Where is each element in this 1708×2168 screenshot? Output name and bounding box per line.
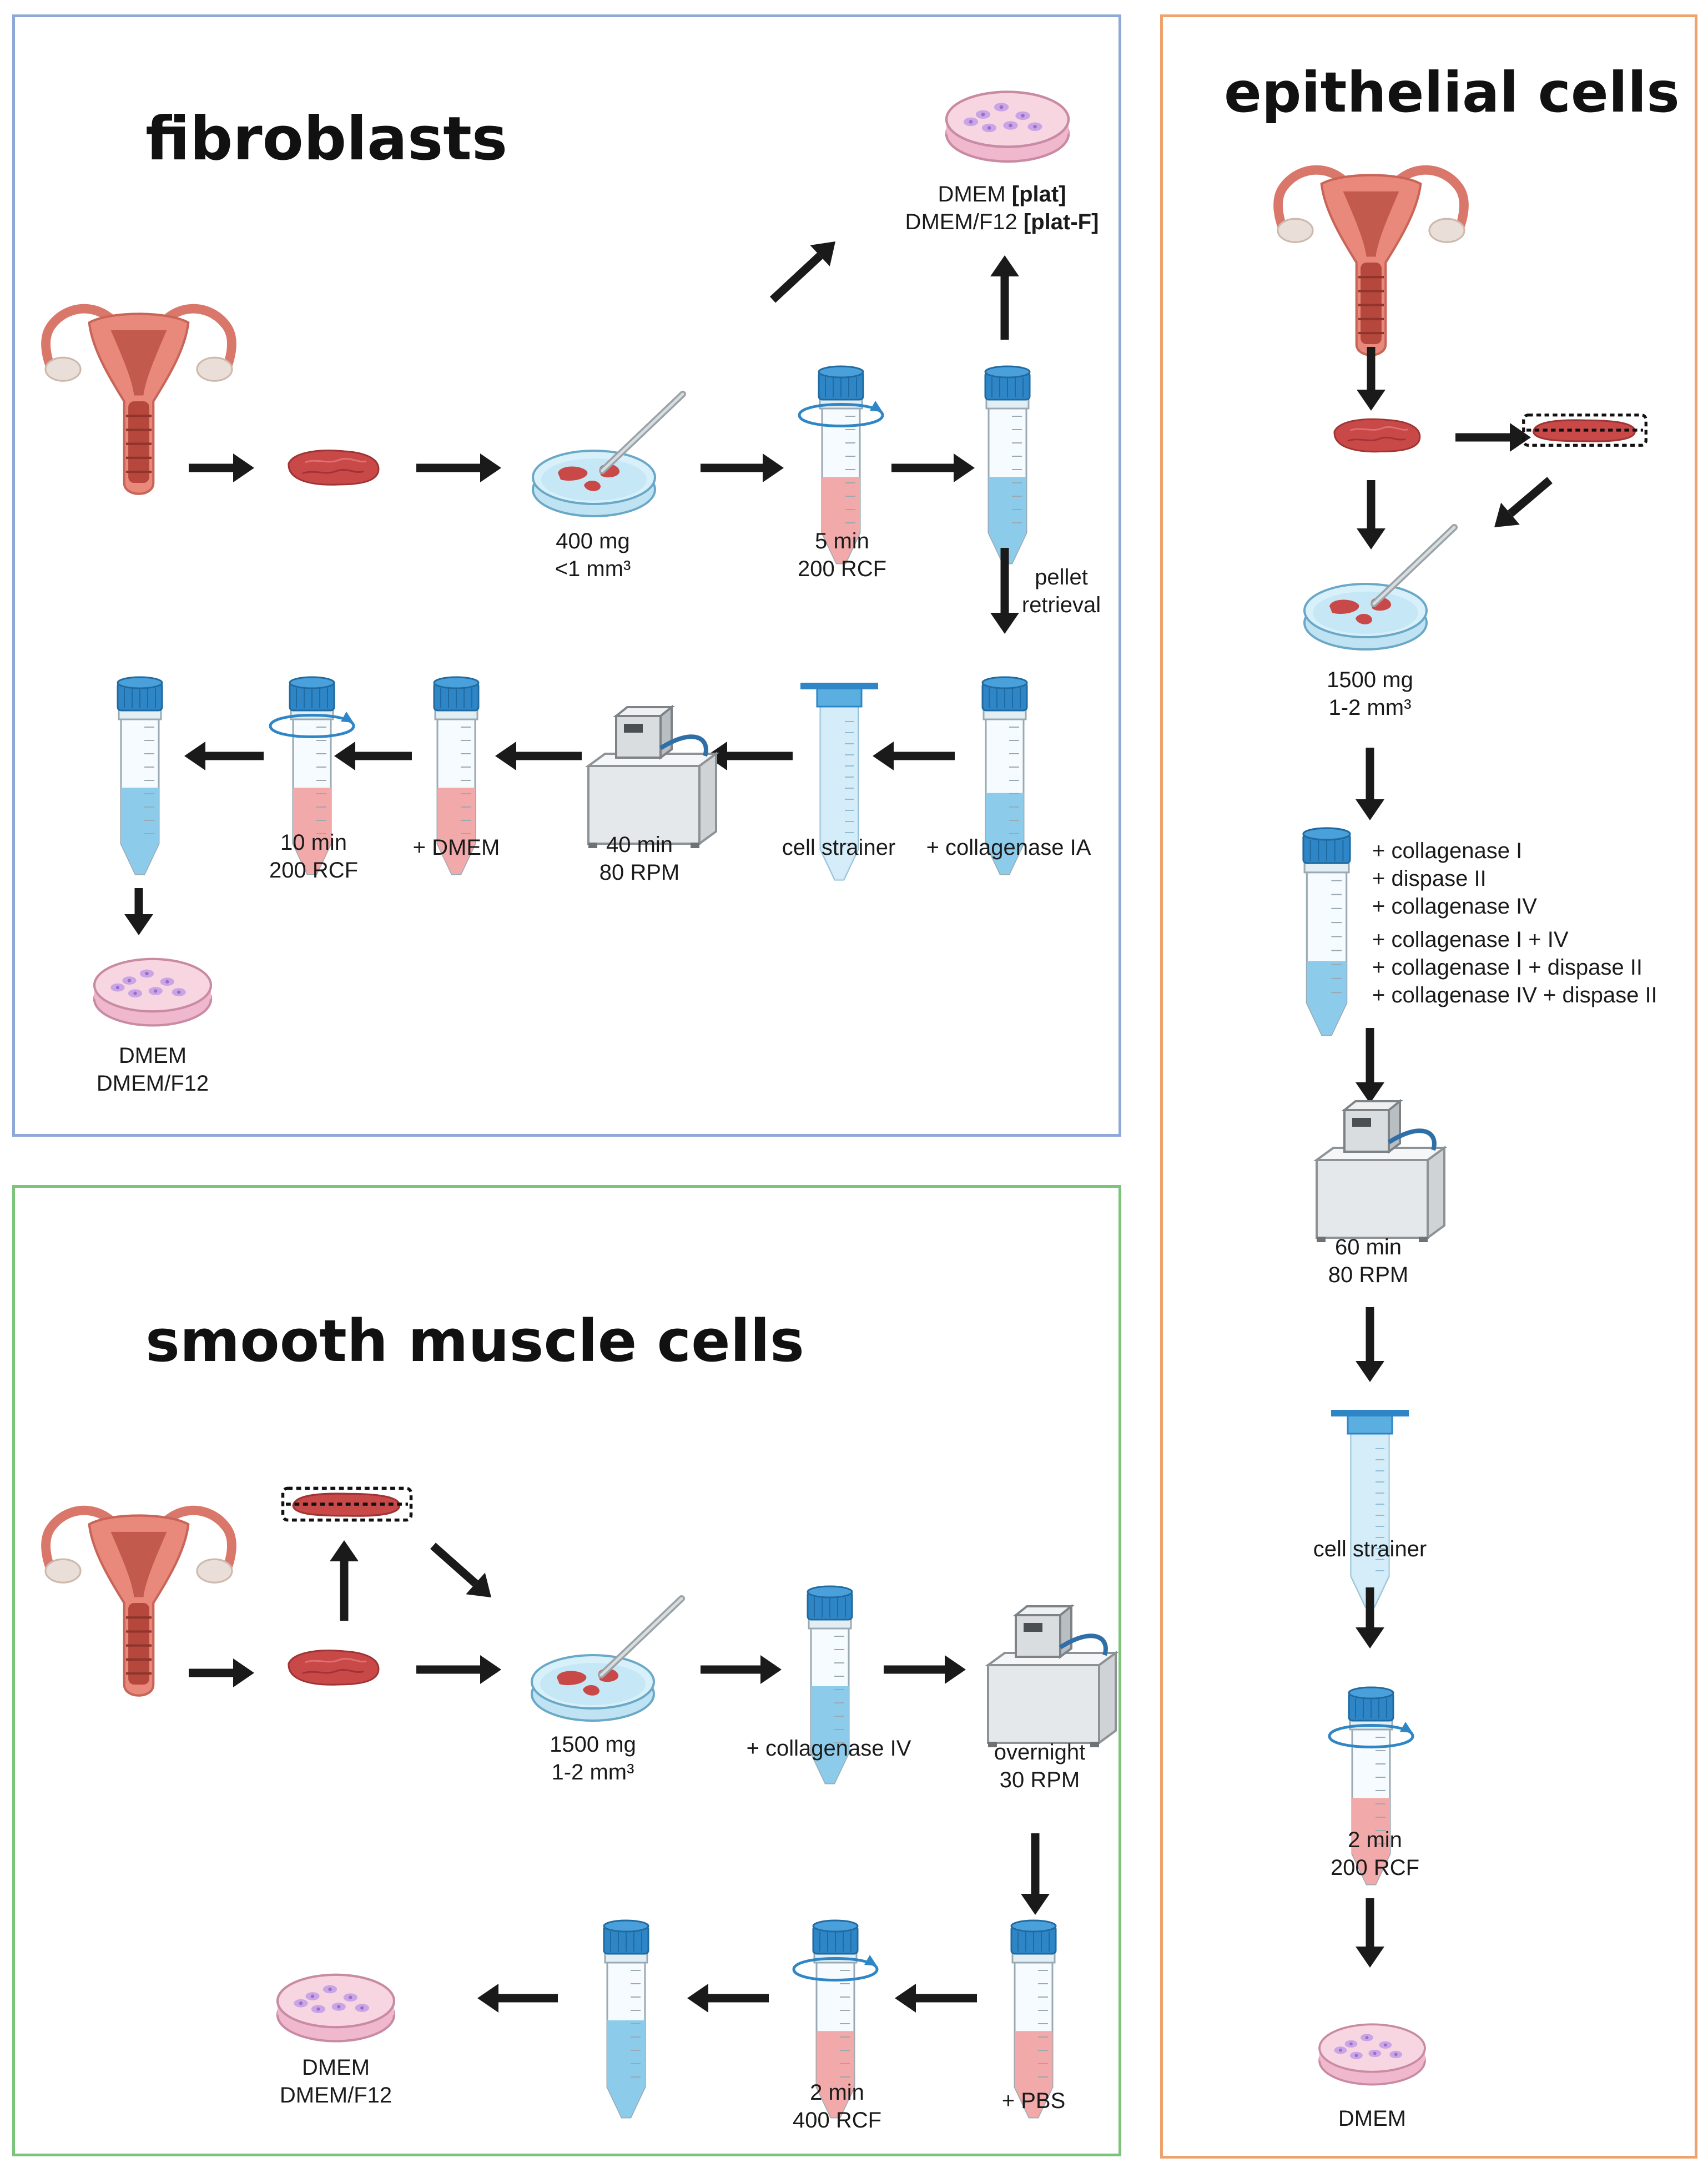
fibro-plating-top-label: DMEM [plat] DMEM/F12 [plat-F] [905, 182, 1099, 234]
fibro-collagenase-tube [981, 676, 1028, 875]
epi-arrow-diag [1494, 477, 1553, 527]
fibro-arrow-1 [189, 453, 254, 482]
fibro-arrow-up [990, 255, 1019, 340]
epi-arrow-3 [1356, 748, 1384, 820]
fibro-supernatant-tube [984, 365, 1031, 564]
epi-arrow-6 [1356, 1587, 1384, 1648]
fibro-spin1-tube [798, 365, 884, 564]
fibro-arrow-10 [124, 888, 153, 935]
epithelial-title: epithelial cells [1224, 60, 1680, 125]
epi-enzyme-5: + collagenase I + dispase II [1372, 955, 1642, 980]
epi-enzyme-list: + collagenase I + dispase II + collagena… [1372, 837, 1657, 1009]
epi-strainer-label: cell strainer [1313, 1537, 1427, 1561]
smooth-arrow-4 [884, 1655, 966, 1684]
fibro-incubator [585, 704, 720, 848]
epi-tissue [1333, 418, 1421, 453]
smooth-arrow-up [330, 1540, 359, 1621]
epi-enzyme-4: + collagenase I + IV [1372, 927, 1569, 952]
smooth-final-tube [603, 1919, 649, 2119]
fibro-arrow-2 [416, 453, 501, 482]
epithelial-panel [1160, 14, 1697, 2159]
epi-arrow-right [1455, 423, 1531, 452]
fibro-strainer-label: cell strainer [782, 835, 896, 860]
epi-arrow-7 [1356, 1898, 1384, 1968]
smooth-arrow-2 [416, 1655, 501, 1684]
fibro-plating-top [945, 90, 1070, 163]
epi-enzyme-1: + collagenase I [1372, 839, 1523, 863]
smooth-spin-tube [792, 1919, 879, 2119]
smooth-collagenase-tube [807, 1585, 853, 1784]
fibro-uterus [41, 304, 236, 495]
fibro-arrow-3 [701, 453, 784, 482]
smooth-arrow-down [1021, 1833, 1050, 1915]
epi-incubator [1313, 1098, 1448, 1242]
fibro-arrow-diag [769, 241, 835, 303]
epi-plating-label: DMEM [1338, 2106, 1407, 2131]
fibro-arrow-4 [891, 453, 975, 482]
fibro-arrow-down [990, 548, 1019, 634]
fibroblasts-panel [12, 14, 1121, 1137]
smooth-muscle-title: smooth muscle cells [145, 1307, 804, 1375]
fibro-mince-label: 400 mg<1 mm³ [555, 529, 631, 581]
smooth-muscle-panel [12, 1185, 1121, 2156]
epi-enzyme-3: + collagenase IV [1372, 894, 1537, 919]
smooth-tissue [288, 1650, 380, 1686]
epi-arrow-2 [1357, 480, 1385, 549]
fibro-arrow-8 [334, 742, 412, 770]
fibro-mince-dish [532, 391, 686, 517]
smooth-pbs-tube [1010, 1919, 1057, 2119]
fibro-arrow-5 [873, 742, 955, 770]
epi-arrow-4 [1356, 1028, 1384, 1103]
fibro-plating-final [93, 957, 213, 1027]
smooth-arrow-5 [895, 1984, 977, 2013]
smooth-pbs-label: + PBS [1001, 2089, 1066, 2113]
fibro-collagenase-label: + collagenase IA [926, 835, 1091, 860]
epi-uterus [1273, 165, 1469, 356]
fibro-dmem-add-label: + DMEM [412, 835, 500, 860]
smooth-arrow-3 [701, 1655, 782, 1684]
epi-enzyme-tube [1302, 827, 1351, 1036]
smooth-arrow-1 [189, 1658, 254, 1687]
epi-dashed-tissue [1522, 414, 1647, 447]
smooth-dashed-tissue [281, 1486, 413, 1522]
epi-arrow-1 [1357, 347, 1385, 411]
fibro-spin2-tube [269, 676, 355, 875]
fibro-tissue [288, 450, 380, 486]
smooth-arrow-6 [687, 1984, 769, 2013]
fibro-arrow-9 [184, 742, 264, 770]
smooth-plating [276, 1973, 396, 2043]
smooth-uterus [41, 1505, 236, 1697]
smooth-arrow-diag [430, 1542, 491, 1597]
smooth-collagenase-label: + collagenase IV [746, 1736, 911, 1761]
epi-strainer [1331, 1410, 1409, 1608]
epi-plating [1318, 2023, 1426, 2086]
smooth-arrow-7 [477, 1984, 558, 2013]
fibro-final-tube [117, 676, 163, 875]
epi-arrow-5 [1356, 1307, 1384, 1382]
epi-enzyme-2: + dispase II [1372, 866, 1487, 891]
fibroblasts-title: fibroblasts [145, 104, 508, 174]
fibro-dmem-tube [433, 676, 480, 875]
fibro-strainer [800, 683, 878, 881]
epi-enzyme-6: + collagenase IV + dispase II [1372, 983, 1657, 1007]
smooth-incubator [984, 1604, 1120, 1747]
fibro-arrow-7 [495, 742, 582, 770]
epi-spin-tube [1328, 1686, 1414, 1885]
smooth-mince-dish [531, 1595, 685, 1722]
epi-mince-dish [1303, 524, 1458, 651]
